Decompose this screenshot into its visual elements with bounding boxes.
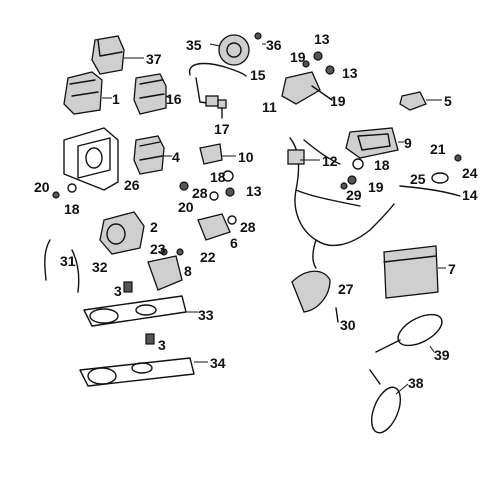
nut-20b [179, 181, 189, 191]
screw-20 [52, 191, 60, 199]
callout-2: 2 [150, 219, 158, 235]
part-2 [99, 211, 145, 255]
switch-11 [281, 51, 335, 105]
part-5 [399, 91, 427, 111]
callout-20a: 20 [34, 179, 50, 195]
callout-38: 38 [408, 375, 424, 391]
cover-27 [291, 270, 331, 313]
screw-23 [160, 248, 168, 256]
part-16 [133, 73, 167, 115]
callout-4: 4 [172, 149, 180, 165]
callout-37: 37 [146, 51, 162, 67]
lamp-34 [79, 333, 195, 387]
bracket-26 [63, 127, 119, 191]
screw-30 [335, 307, 339, 323]
mirror-38 [369, 369, 402, 434]
callout-9: 9 [404, 135, 412, 151]
callout-1: 1 [112, 91, 120, 107]
nut-19c [347, 175, 357, 185]
callout-23: 23 [150, 241, 166, 257]
callout-18a: 18 [374, 157, 390, 173]
callout-32: 32 [92, 259, 108, 275]
screw-22 [176, 248, 184, 256]
meter-9 [345, 127, 399, 159]
callout-26: 26 [124, 177, 140, 193]
callout-34: 34 [210, 355, 226, 371]
callout-27: 27 [338, 281, 354, 297]
callout-8: 8 [184, 263, 192, 279]
washer-18b [222, 170, 234, 182]
part-10 [199, 143, 223, 165]
callout-39: 39 [434, 347, 450, 363]
callout-13a: 13 [314, 31, 330, 47]
cdi-4 [133, 135, 165, 175]
callout-20b: 20 [178, 199, 194, 215]
callout-28b: 28 [240, 219, 256, 235]
horn-35 [209, 32, 262, 66]
part-6 [197, 213, 231, 241]
nut-13c [225, 187, 235, 197]
callout-7: 7 [448, 261, 456, 277]
wire-31 [44, 239, 51, 281]
callout-13b: 13 [342, 65, 358, 81]
callout-6: 6 [230, 235, 238, 251]
callout-36: 36 [266, 37, 282, 53]
part-8 [147, 255, 183, 291]
callout-13c: 13 [246, 183, 262, 199]
relay-37 [91, 35, 142, 75]
callout-17: 17 [214, 121, 230, 137]
callout-3a: 3 [114, 283, 122, 299]
washer-28b [227, 215, 237, 225]
callout-22: 22 [200, 249, 216, 265]
battery-7 [383, 245, 439, 299]
callout-15: 15 [250, 67, 266, 83]
wire-32 [71, 249, 80, 293]
callout-3b: 3 [158, 337, 166, 353]
callout-28a: 28 [192, 185, 208, 201]
callout-33: 33 [198, 307, 214, 323]
callout-5: 5 [444, 93, 452, 109]
bolt-17 [217, 99, 227, 119]
callout-16: 16 [166, 91, 182, 107]
callout-12: 12 [322, 153, 338, 169]
regulator-1 [63, 71, 112, 115]
callout-10: 10 [238, 149, 254, 165]
callout-18c: 18 [210, 169, 226, 185]
callout-24: 24 [462, 165, 478, 181]
callout-14: 14 [462, 187, 478, 203]
callout-11: 11 [262, 99, 277, 115]
callout-18b: 18 [64, 201, 80, 217]
washer-18 [67, 183, 77, 193]
callout-25: 25 [410, 171, 426, 187]
callout-19c: 19 [368, 179, 384, 195]
callout-19b: 19 [330, 93, 346, 109]
mirror-39 [375, 313, 443, 353]
harness-12 [287, 137, 395, 269]
washer-28a [209, 191, 219, 201]
callout-19a: 19 [290, 49, 306, 65]
callout-29: 29 [346, 187, 362, 203]
leader-lines [140, 43, 446, 395]
lamp-33 [83, 281, 187, 327]
cable-14 [399, 154, 462, 197]
washer-18c [352, 158, 364, 170]
nut-29 [340, 182, 348, 190]
callout-31: 31 [60, 253, 76, 269]
callout-21: 21 [430, 141, 446, 157]
callout-30: 30 [340, 317, 356, 333]
callout-35: 35 [186, 37, 202, 53]
callout-labels: 37 1 16 35 36 15 17 13 19 13 11 19 5 4 1… [34, 31, 478, 391]
